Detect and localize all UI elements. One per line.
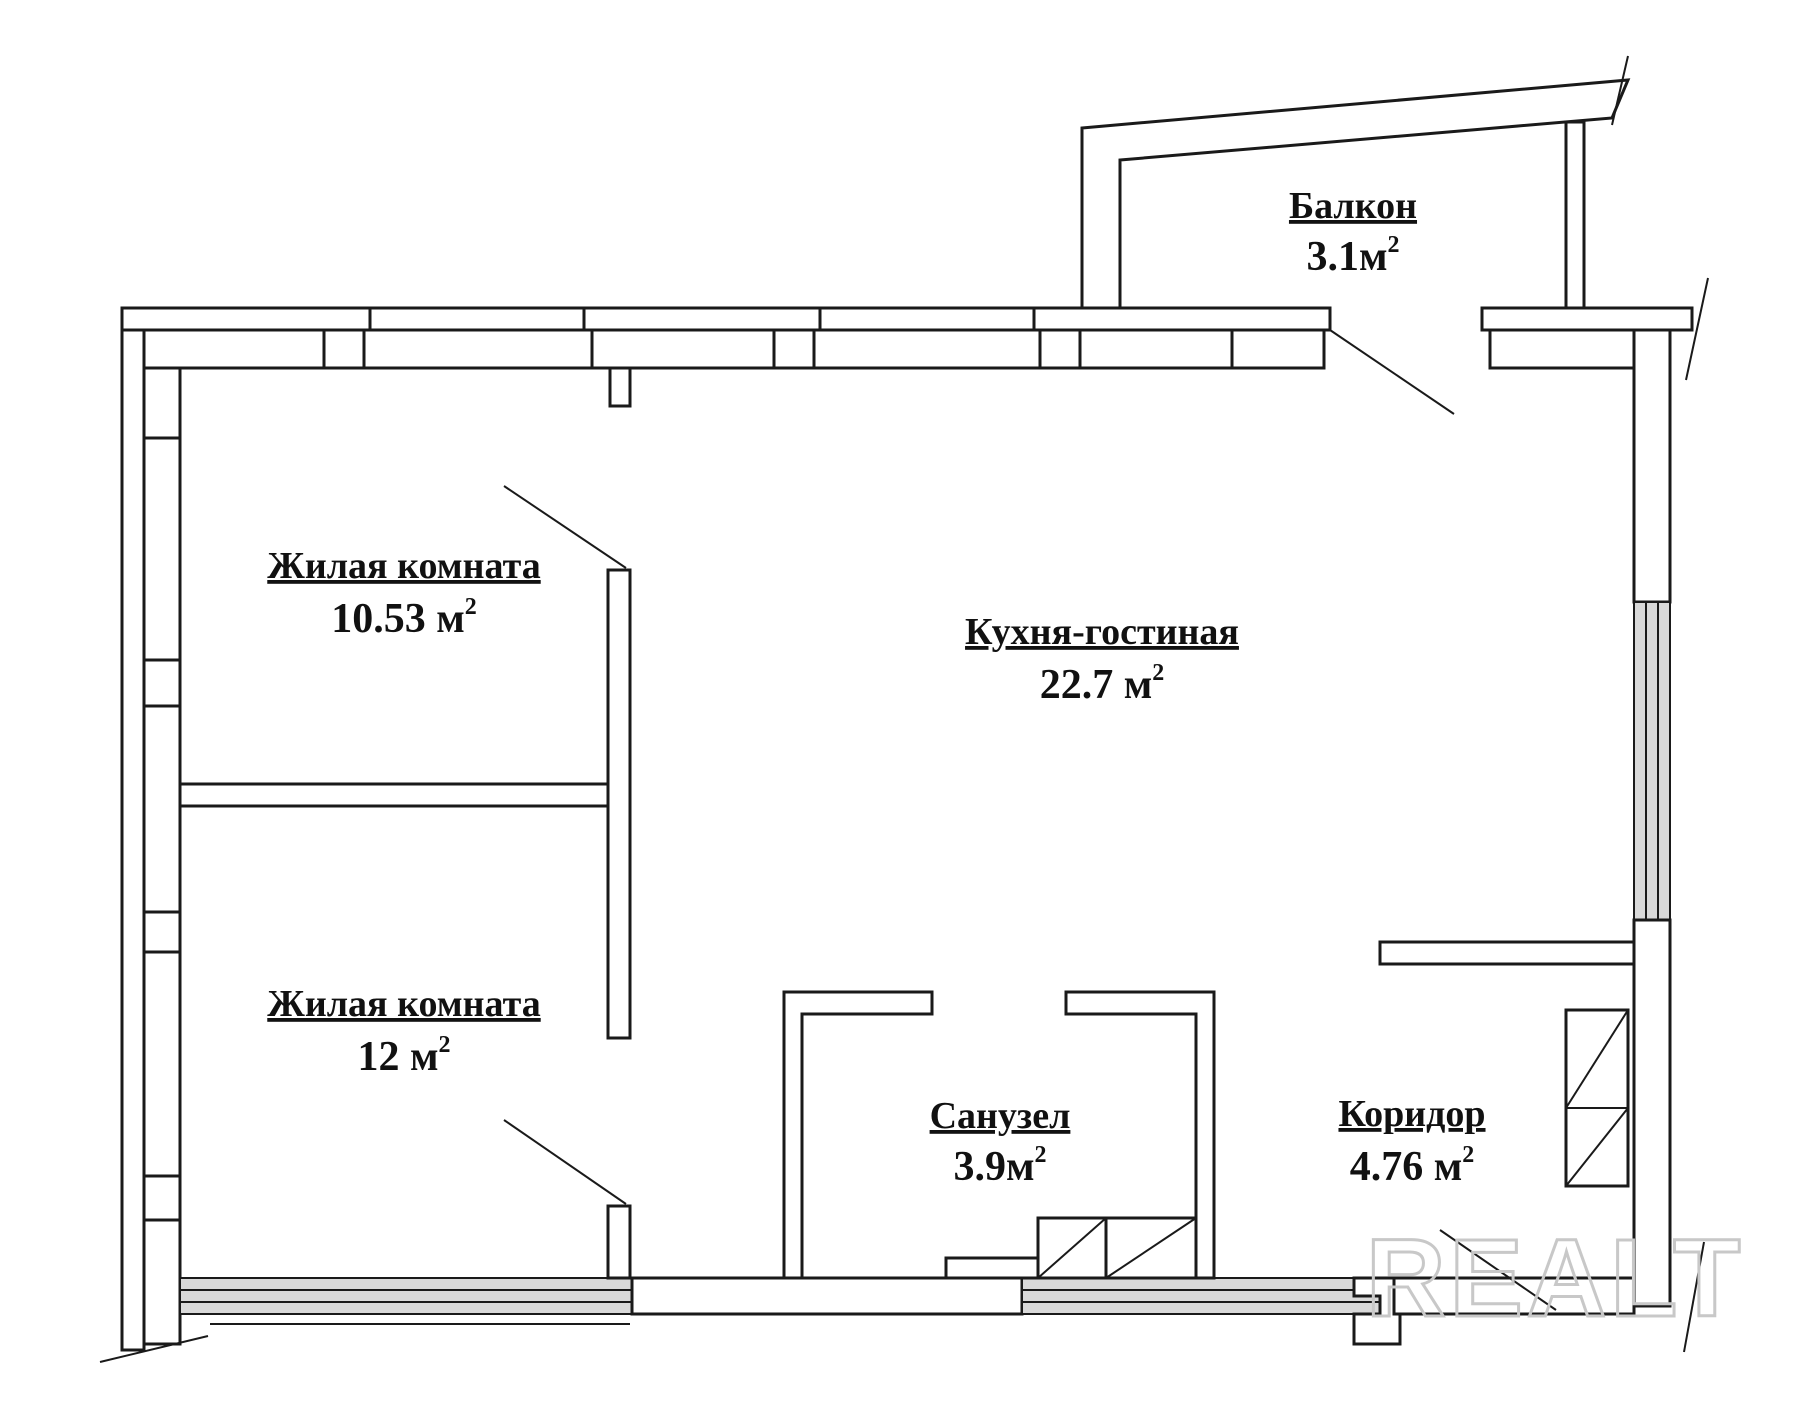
room-name: Жилая комната (267, 545, 540, 587)
bathroom-fixtures (944, 1216, 1198, 1280)
room-area: 3.9м2 (953, 1142, 1046, 1190)
room-name: Санузел (930, 1095, 1071, 1137)
room-area: 4.76 м2 (1350, 1142, 1475, 1190)
label-bathroom: Санузел 3.9м2 (930, 1095, 1071, 1190)
room-area: 22.7 м2 (1040, 660, 1165, 708)
door-swings (503, 329, 1557, 1311)
right-wall (1632, 277, 1709, 1353)
label-living-room-1: Жилая комната 10.53 м2 (267, 545, 540, 642)
room-name: Жилая комната (267, 983, 540, 1025)
label-corridor: Коридор 4.76 м2 (1338, 1093, 1485, 1190)
left-wall (99, 328, 209, 1363)
label-kitchen-living: Кухня-гостиная 22.7 м2 (965, 611, 1239, 708)
room-name: Балкон (1289, 185, 1417, 227)
corridor-wardrobe (1564, 1008, 1630, 1188)
watermark-logo: REALT (1366, 1217, 1744, 1340)
room-name: Кухня-гостиная (965, 611, 1239, 653)
label-balcony: Балкон 3.1м2 (1289, 185, 1417, 280)
top-wall (120, 306, 1694, 408)
interior-walls (178, 568, 1636, 1280)
bottom-wall (179, 1276, 1636, 1346)
room-area: 3.1м2 (1306, 232, 1399, 280)
label-living-room-2: Жилая комната 12 м2 (267, 983, 540, 1080)
room-area: 12 м2 (357, 1032, 450, 1080)
room-name: Коридор (1338, 1093, 1485, 1135)
room-area: 10.53 м2 (331, 594, 477, 642)
